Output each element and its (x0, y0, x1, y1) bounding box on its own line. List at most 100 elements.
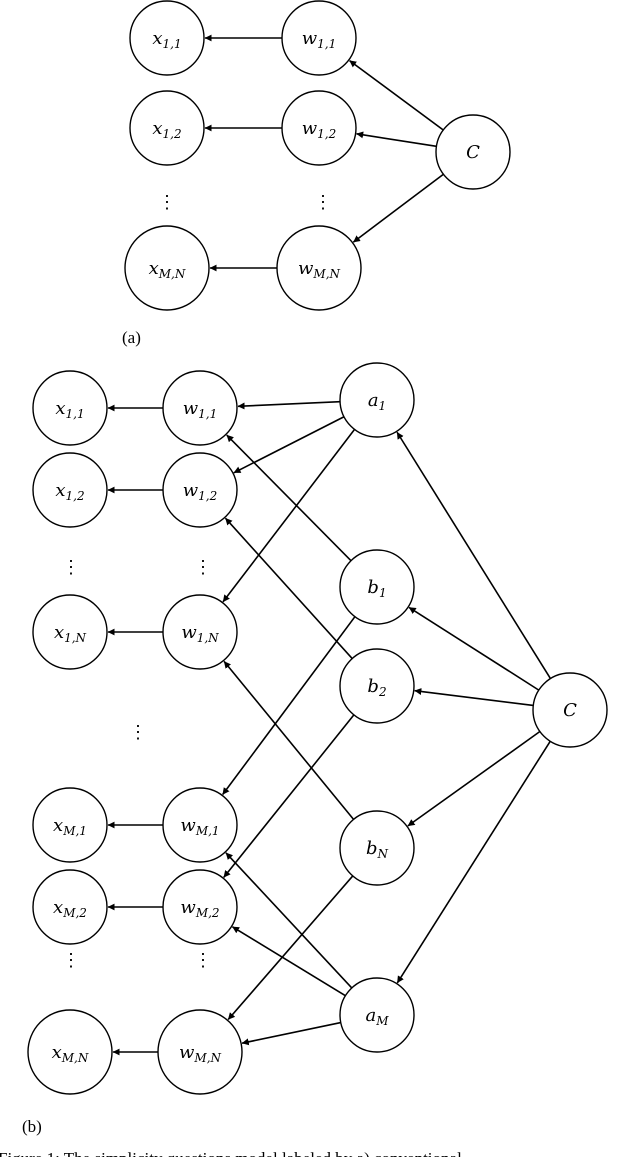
node-label: xM,N (52, 1042, 89, 1065)
node-circle (339, 977, 415, 1053)
node-a_wMN: wM,N (276, 225, 362, 311)
node-circle (162, 594, 238, 670)
edge-b_C-to-b_b2 (414, 688, 534, 707)
ellipsis-b-middle: ⋮ (129, 722, 147, 743)
node-label: bN (366, 838, 389, 861)
node-circle (339, 362, 415, 438)
node-label: w1,1 (302, 28, 337, 51)
node-label: C (466, 142, 480, 163)
node-circle (162, 869, 238, 945)
node-b_w11: w1,1 (162, 370, 238, 446)
ellipsis-b-wM: ⋮ (194, 950, 212, 971)
nodes-layer: x1,1 w1,1 x1,2 w1,2 xM,N wM,N Cx1,1 x1,2 x1,N xM,… (27, 0, 608, 1095)
node-circle (157, 1009, 243, 1095)
node-circle (281, 90, 357, 166)
node-label: C (563, 700, 577, 721)
node-label: wM,1 (180, 815, 219, 838)
edge-b_b2-to-b_wM2 (223, 714, 355, 878)
node-circle (129, 90, 205, 166)
node-circle (32, 452, 108, 528)
node-label: w1,N (181, 622, 219, 645)
node-circle (162, 787, 238, 863)
node-circle (124, 225, 210, 311)
node-circle (435, 114, 511, 190)
node-a_C: C (435, 114, 511, 190)
node-circle (281, 0, 357, 76)
edge-b_C-to-b_bN (407, 730, 541, 827)
node-circle (32, 370, 108, 446)
node-b_wM1: wM,1 (162, 787, 238, 863)
ellipsis-b-w1: ⋮ (194, 557, 212, 578)
edge-b_bN-to-b_wMN (227, 875, 354, 1021)
node-circle (162, 452, 238, 528)
node-b_a1: a1 (339, 362, 415, 438)
node-label: w1,1 (183, 398, 218, 421)
node-circle (27, 1009, 113, 1095)
node-circle (129, 0, 205, 76)
node-label: wM,N (179, 1042, 222, 1065)
node-b_aM: aM (339, 977, 415, 1053)
ellipsis-b-x1: ⋮ (62, 557, 80, 578)
node-b_xMN: xM,N (27, 1009, 113, 1095)
node-label: x1,1 (152, 28, 181, 51)
node-a_x12: x1,2 (129, 90, 205, 166)
node-label: xM,N (149, 258, 186, 281)
edge-b_b1-to-b_w11 (226, 434, 352, 562)
node-label: w1,2 (302, 118, 337, 141)
node-label: x1,2 (152, 118, 181, 141)
edge-a_C-to-a_wMN (352, 173, 444, 243)
node-circle (339, 810, 415, 886)
node-a_xMN: xM,N (124, 225, 210, 311)
node-b_b1: b1 (339, 549, 415, 625)
edge-b_a1-to-b_w1N (222, 428, 356, 603)
node-label: xM,1 (53, 815, 87, 838)
edge-b_a1-to-b_w11 (237, 400, 341, 410)
node-b_w1N: w1,N (162, 594, 238, 670)
node-b_w12: w1,2 (162, 452, 238, 528)
node-b_C: C (532, 672, 608, 748)
node-label: x1,1 (55, 398, 84, 421)
node-b_wMN: wM,N (157, 1009, 243, 1095)
edge-b_C-to-b_b1 (408, 606, 540, 691)
node-circle (32, 594, 108, 670)
caption-a: (a) (122, 328, 141, 347)
node-label: b1 (367, 577, 386, 600)
edge-b_bN-to-b_w1N (223, 660, 355, 820)
edge-a_C-to-a_w12 (356, 131, 437, 148)
node-b_x11: x1,1 (32, 370, 108, 446)
node-circle (339, 648, 415, 724)
node-label: a1 (368, 390, 386, 413)
node-label: aM (365, 1005, 389, 1028)
ellipsis-a-w: ⋮ (314, 192, 332, 213)
caption-b: (b) (22, 1117, 42, 1136)
node-b_x12: x1,2 (32, 452, 108, 528)
node-label: wM,N (298, 258, 341, 281)
node-circle (32, 787, 108, 863)
node-label: x1,2 (55, 480, 84, 503)
node-a_x11: x1,1 (129, 0, 205, 76)
annotations-layer: ⋮ ⋮ (a) ⋮ ⋮ ⋮ ⋮ ⋮ (b) Figure 1: The simp… (0, 192, 462, 1157)
ellipsis-b-xM: ⋮ (62, 950, 80, 971)
edges-layer (107, 34, 552, 1056)
node-label: xM,2 (53, 897, 87, 920)
node-circle (339, 549, 415, 625)
edge-b_aM-to-b_wM2 (232, 926, 346, 997)
edge-b_b2-to-b_w12 (224, 517, 353, 660)
node-label: x1,N (54, 622, 87, 645)
edge-b_C-to-b_aM (396, 740, 551, 984)
ellipsis-a-x: ⋮ (158, 192, 176, 213)
edge-a_C-to-a_w11 (349, 59, 444, 131)
edge-b_aM-to-b_wMN (241, 1021, 341, 1046)
node-label: b2 (367, 676, 386, 699)
figure-caption-fragment: Figure 1: The simplicity questions model… (0, 1149, 462, 1157)
edge-b_a1-to-b_w12 (233, 416, 345, 474)
node-b_wM2: wM,2 (162, 869, 238, 945)
edge-b_b1-to-b_wM1 (222, 616, 356, 795)
node-label: w1,2 (183, 480, 218, 503)
node-b_xM1: xM,1 (32, 787, 108, 863)
node-circle (162, 370, 238, 446)
node-a_w12: w1,2 (281, 90, 357, 166)
node-a_w11: w1,1 (281, 0, 357, 76)
node-label: wM,2 (180, 897, 219, 920)
